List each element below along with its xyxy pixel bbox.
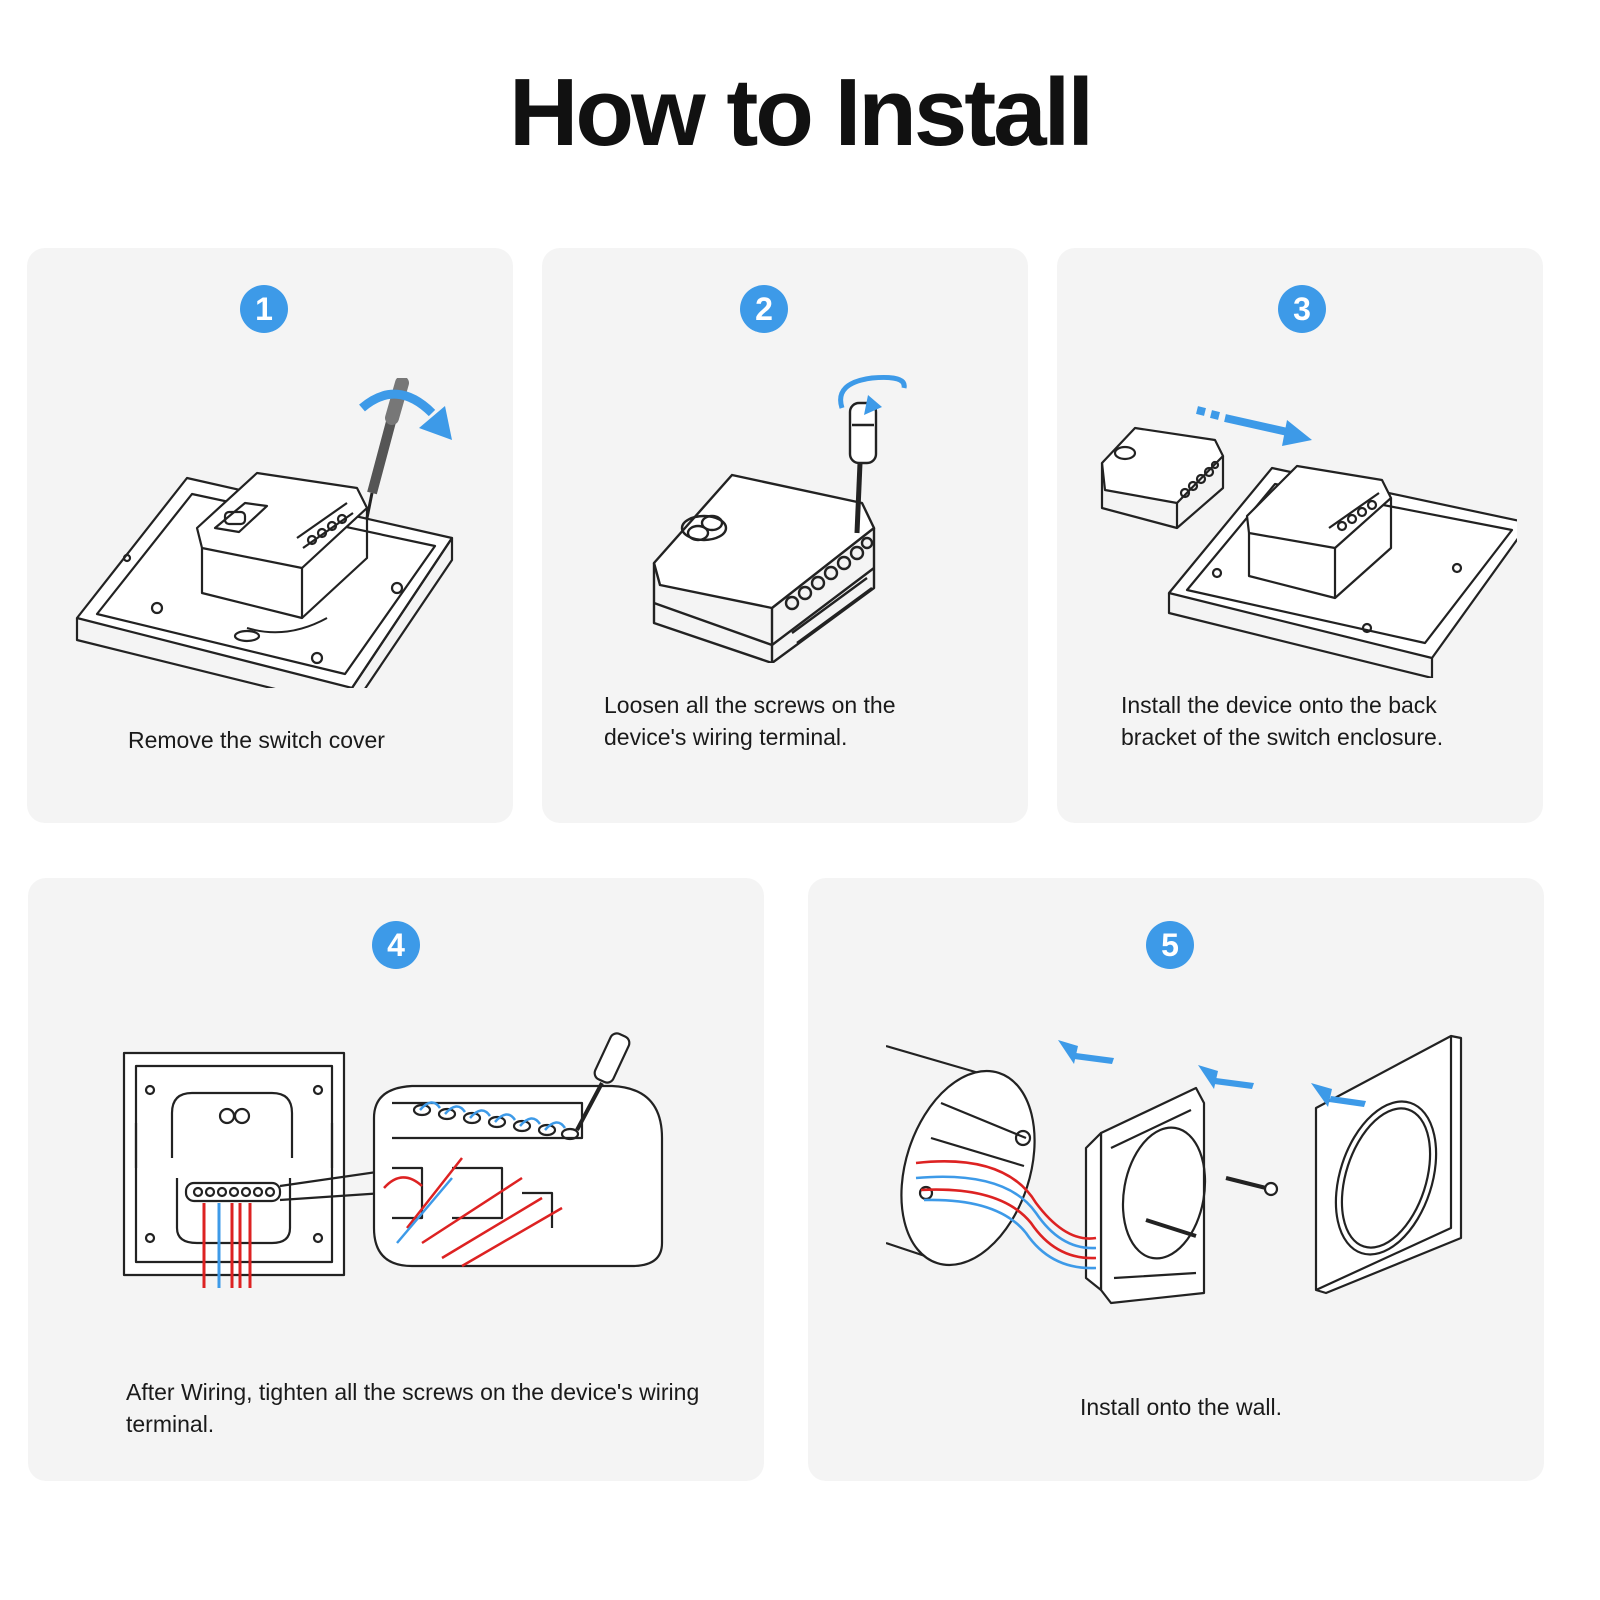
step-1-caption: Remove the switch cover [128, 727, 385, 753]
step-3-card: 3 [1057, 248, 1543, 823]
step-5-badge: 5 [1146, 921, 1194, 969]
page-title: How to Install [509, 59, 1094, 166]
switch-module-with-screwdriver-illustration [67, 378, 487, 688]
step-4-badge: 4 [372, 921, 420, 969]
step-1-card: 1 [27, 248, 513, 823]
step-5-card: 5 [808, 878, 1544, 1481]
step-2-badge: 2 [740, 285, 788, 333]
step-4-card: 4 [28, 878, 764, 1481]
step-1-badge: 1 [240, 285, 288, 333]
step-5-caption: Install onto the wall. [1080, 1394, 1283, 1420]
step-2-card: 2 Loosen all the screws on t [542, 248, 1028, 823]
device-terminal-with-screwdriver-illustration [642, 363, 922, 663]
step-4-caption: After Wiring, tighten all the screws on … [126, 1379, 700, 1437]
step-3-caption: Install the device onto the back bracket… [1121, 692, 1444, 750]
step-2-caption: Loosen all the screws on the device's wi… [604, 692, 896, 750]
wiring-terminal-closeup-illustration [122, 1028, 672, 1298]
step-3-badge: 3 [1278, 285, 1326, 333]
wall-box-assembly-illustration [886, 1028, 1476, 1358]
device-onto-bracket-illustration [1097, 398, 1517, 678]
